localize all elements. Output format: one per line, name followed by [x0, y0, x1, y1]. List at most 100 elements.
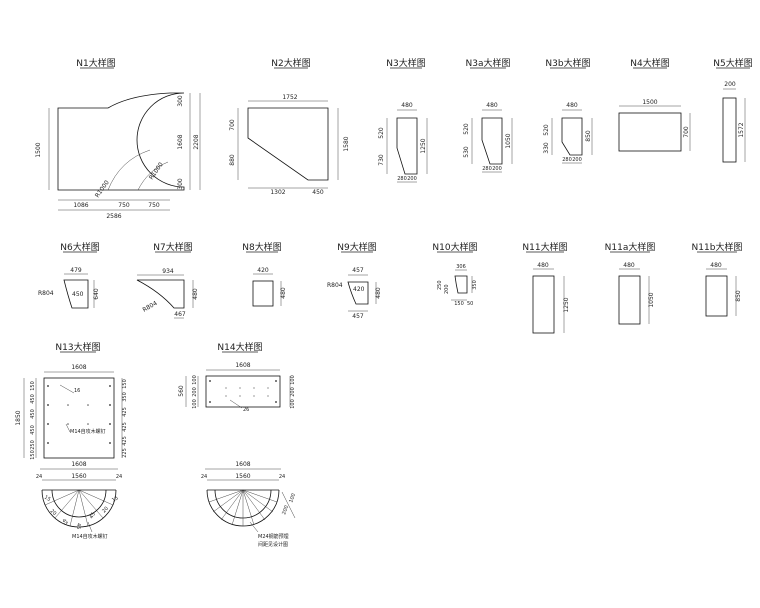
n14-right-200: 200 [290, 387, 296, 397]
n2-dim-1752: 1752 [282, 94, 297, 101]
n2-dim-450: 450 [312, 189, 324, 196]
n9-dim-457b: 457 [352, 313, 364, 320]
detail-n8: N8大样图 420 480 [242, 241, 287, 307]
detail-n3: N3大样图 480 520 730 1250 280 200 [378, 57, 428, 183]
n9-outline [347, 281, 369, 305]
detail-n4: N4大样图 1500 700 [618, 57, 691, 152]
n7-radius: R804 [142, 300, 159, 314]
n14-arc-24b: 24 [279, 474, 285, 480]
n9-dim-457a: 457 [352, 267, 364, 274]
n11-dim-1250: 1250 [563, 297, 570, 312]
n10-dim-200: 200 [444, 284, 450, 294]
n3-dim-1250: 1250 [420, 138, 427, 153]
title-n8: N8大样图 [242, 241, 281, 253]
n13-left-450c: 450 [30, 425, 36, 435]
n14-arc-dim-1608: 1608 [235, 461, 250, 468]
title-n4: N4大样图 [630, 57, 669, 69]
detail-n5: N5大样图 200 1572 [713, 57, 753, 163]
n11a-dim-480: 480 [623, 262, 635, 269]
n13-arc-15b: 15 [111, 495, 120, 503]
title-n13: N13大样图 [55, 341, 100, 353]
title-n7: N7大样图 [153, 241, 192, 253]
n13-plate [43, 377, 115, 459]
n2-dim-1580: 1580 [343, 136, 350, 151]
detail-n11b: N11b大样图 480 850 [692, 241, 743, 317]
n10-outline [454, 275, 468, 294]
title-n10: N10大样图 [432, 241, 477, 253]
n14-plate [205, 375, 281, 408]
n3-outline [396, 117, 418, 175]
n3-dim-520: 520 [378, 127, 385, 139]
n10-dim-306: 306 [456, 264, 466, 270]
n14-arc-note2: 间距见设计图 [258, 541, 288, 548]
n14-right-100b: 100 [290, 399, 296, 409]
n1-dim-2208: 2208 [193, 134, 200, 149]
n3b-outline [561, 117, 583, 156]
n13-dim-1608: 1608 [71, 364, 86, 371]
n1-dim-1086: 1086 [73, 202, 88, 209]
n3-dim-480: 480 [401, 102, 413, 109]
n9-dim-420: 420 [353, 286, 365, 293]
n13-arc-20b: 20 [101, 506, 110, 515]
n1-dim-300b: 300 [177, 178, 184, 190]
n13-arc-45a: 45 [60, 518, 68, 527]
n6-dim-479: 479 [70, 267, 82, 274]
detail-n14: N14大样图 1608 560 100 200 100 100 200 100 … [178, 341, 297, 548]
n3a-dim-200: 200 [492, 166, 502, 172]
n13-bolt-note: M14自攻木螺钉 [70, 428, 106, 435]
title-n11b: N11b大样图 [692, 241, 743, 253]
n1-dim-300a: 300 [177, 95, 184, 107]
detail-n3b: N3b大样图 480 520 330 850 280 200 [543, 57, 593, 164]
n8-dim-420: 420 [257, 267, 269, 274]
n14-right-100a: 100 [290, 375, 296, 385]
title-n3b: N3b大样图 [545, 57, 590, 69]
n11-outline [532, 275, 555, 334]
n13-arc-dim-1608: 1608 [71, 461, 86, 468]
n6-outline [63, 279, 89, 309]
n7-dim-480: 480 [192, 288, 199, 300]
title-n3: N3大样图 [386, 57, 425, 69]
n3-dim-730: 730 [378, 154, 385, 166]
n1-dim-2586: 2586 [106, 213, 121, 220]
n14-arc-200: 200 [281, 505, 290, 516]
n5-dim-200: 200 [724, 81, 736, 88]
title-n14: N14大样图 [217, 341, 262, 353]
detail-n9: N9大样图 457 R804 420 480 457 [327, 241, 382, 320]
n13-right-150: 150 [122, 379, 128, 389]
n13-arc-dim-1560: 1560 [71, 473, 86, 480]
n14-arc-24a: 24 [201, 474, 207, 480]
n13-left-450a: 450 [30, 394, 36, 404]
n13-left-250: 250 [30, 440, 36, 450]
n13-left-450b: 450 [30, 409, 36, 419]
n7-dim-934: 934 [162, 268, 174, 275]
n14-left-200: 200 [192, 387, 198, 397]
n8-outline [252, 280, 274, 307]
n14-arc-dim-1560: 1560 [235, 473, 250, 480]
n13-bolt-holes [47, 385, 111, 444]
detail-n7: N7大样图 934 R804 480 467 [136, 241, 199, 319]
n13-arc-24a: 24 [36, 474, 42, 480]
detail-n11: N11大样图 480 1250 [522, 241, 570, 334]
detail-n6: N6大样图 479 R804 450 640 [38, 241, 100, 309]
n3b-dim-280: 280 [562, 157, 572, 163]
detail-n2: N2大样图 1752 700 880 1580 1302 450 [229, 57, 350, 196]
n13-arc-45b: 45 [75, 523, 81, 529]
n9-radius: R804 [327, 282, 343, 289]
n2-dim-880: 880 [229, 154, 236, 166]
n3b-dim-850: 850 [585, 130, 592, 142]
n2-dim-700: 700 [229, 119, 236, 131]
n11b-dim-480: 480 [710, 262, 722, 269]
n1-dim-1608: 1608 [177, 134, 184, 149]
n13-right-425a: 425 [122, 407, 128, 417]
n4-dim-1500: 1500 [642, 99, 657, 106]
n14-arc-100: 100 [288, 493, 297, 504]
n3b-dim-330: 330 [543, 142, 550, 154]
n7-dim-467: 467 [174, 311, 186, 318]
n5-outline [722, 97, 737, 163]
n1-dim-1500: 1500 [35, 142, 42, 157]
n14-arc-note1: M24钢筋预埋 [258, 533, 289, 540]
n6-dim-640: 640 [93, 288, 100, 300]
n14-bolt-holes [209, 380, 277, 403]
n3a-dim-280: 280 [482, 166, 492, 172]
